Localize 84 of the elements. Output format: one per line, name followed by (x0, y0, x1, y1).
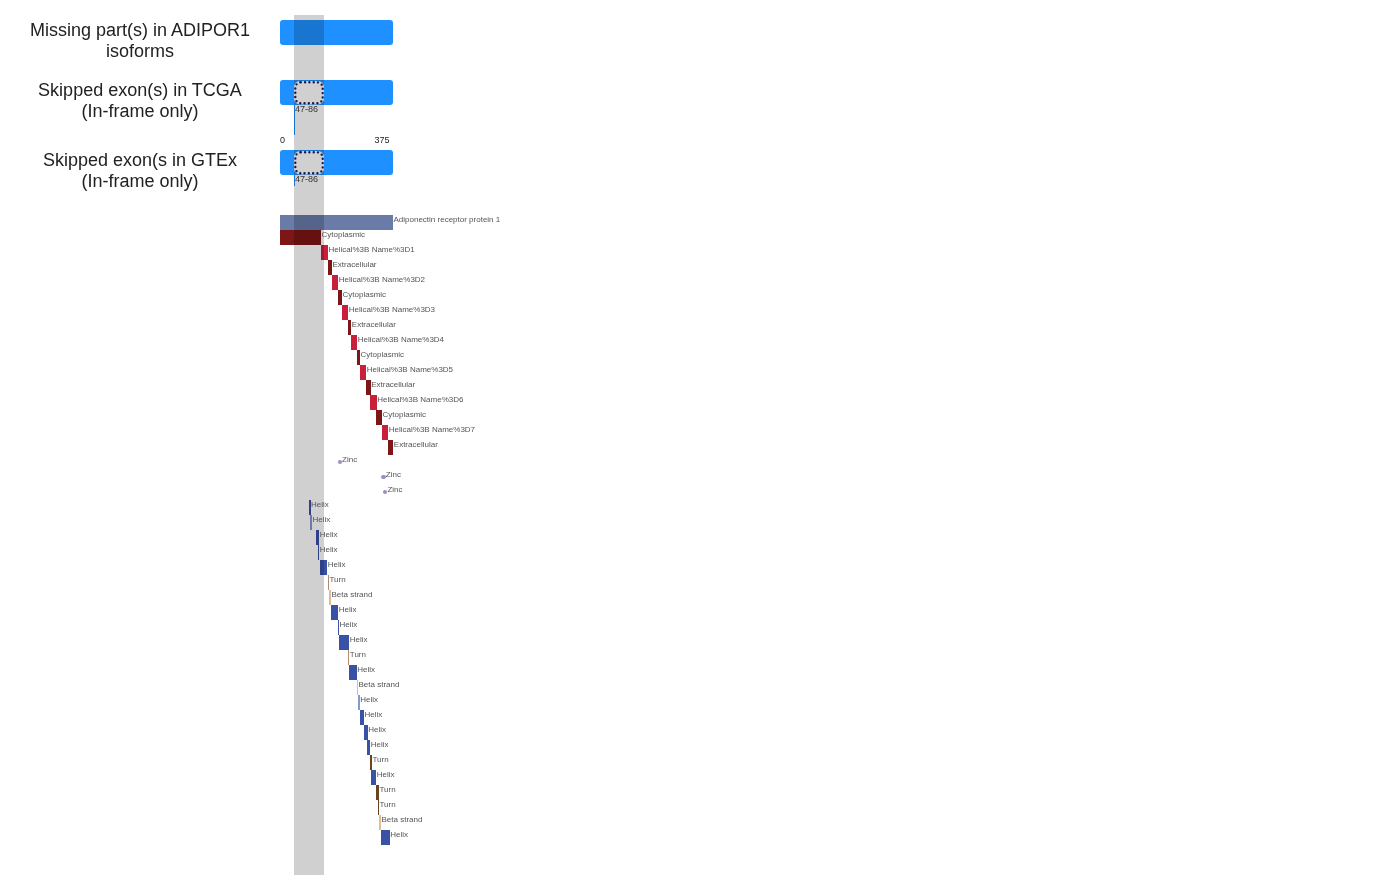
feature-label: Helix (339, 620, 358, 630)
feature-bar (376, 785, 379, 800)
feature-label: Helix (368, 725, 386, 735)
feature-label: Helix (349, 635, 368, 645)
feature-label: Turn (349, 650, 366, 660)
feature-label: Helix (376, 770, 395, 780)
feature-label: Cytoplasmic (342, 290, 387, 300)
feature-label: Turn (379, 800, 396, 810)
feature-bar (371, 770, 377, 785)
feature-bar (332, 275, 339, 290)
feature-label: Zinc (387, 485, 403, 495)
feature-label: Helix (357, 665, 375, 675)
feature-label: Extracellular (393, 440, 438, 450)
sequence-track-bar (280, 20, 393, 45)
feature-label: Helix (338, 605, 357, 615)
feature-label: Adiponectin receptor protein 1 (393, 215, 501, 225)
axis-tick-label: 0 (280, 135, 285, 145)
feature-bar (366, 380, 371, 395)
range-label: 47-86 (295, 174, 319, 185)
feature-bar (280, 230, 321, 245)
feature-label: Beta strand (381, 815, 423, 825)
row-title: Skipped exon(s) in TCGA (In-frame only) (37, 79, 243, 122)
feature-bar (370, 395, 377, 410)
sequence-track-bar (280, 150, 393, 175)
binding-site-dot (381, 474, 386, 480)
feature-label: Helical%3B Name%3D1 (328, 245, 415, 255)
feature-label: Cytoplasmic (321, 230, 366, 240)
feature-bar (316, 530, 320, 545)
feature-bar (380, 830, 390, 845)
binding-site-dot (382, 489, 388, 495)
feature-label: Helix (311, 500, 329, 510)
feature-label: Helical%3B Name%3D7 (388, 425, 476, 435)
feature-bar (327, 260, 332, 275)
feature-label: Turn (329, 575, 346, 585)
feature-label: Helical%3B Name%3D2 (338, 275, 426, 285)
feature-bar (367, 740, 371, 755)
feature-bar (359, 365, 367, 380)
feature-label: Helical%3B Name%3D4 (357, 335, 445, 345)
feature-bar (348, 320, 352, 335)
feature-bar (321, 245, 328, 260)
feature-bar (363, 725, 368, 740)
feature-bar (350, 335, 358, 350)
feature-bar (330, 605, 339, 620)
sequence-track-bar (280, 80, 393, 105)
dotted-region-outline (294, 80, 324, 105)
feature-label: Helical%3B Name%3D3 (348, 305, 436, 315)
feature-label: Helix (370, 740, 389, 750)
feature-label: Helical%3B Name%3D6 (377, 395, 464, 405)
feature-label: Zinc (342, 455, 358, 465)
feature-label: Helix (360, 695, 378, 705)
feature-bar (357, 350, 360, 365)
feature-label: Helix (364, 710, 383, 720)
feature-bar (376, 410, 382, 425)
feature-label: Helix (319, 545, 338, 555)
row-title: Skipped exon(s in GTEx (In-frame only) (41, 149, 239, 192)
feature-bar (388, 440, 394, 455)
feature-bar (341, 305, 349, 320)
feature-label: Beta strand (331, 590, 373, 600)
range-label: 47-86 (295, 104, 319, 115)
row-title: Missing part(s) in ADIPOR1 isoforms (28, 19, 252, 62)
feature-label: Helix (390, 830, 408, 840)
feature-bar (359, 710, 364, 725)
feature-bar (338, 290, 342, 305)
feature-label: Helix (319, 530, 338, 540)
feature-bar (280, 215, 393, 230)
feature-label: Extracellular (371, 380, 416, 390)
feature-bar (349, 665, 357, 680)
dotted-region-outline (294, 150, 324, 175)
feature-label: Extracellular (351, 320, 396, 330)
feature-label: Turn (372, 755, 389, 765)
feature-label: Cytoplasmic (360, 350, 405, 360)
feature-bar (339, 635, 350, 650)
feature-label: Turn (379, 785, 396, 795)
feature-label: Helical%3B Name%3D5 (366, 365, 454, 375)
feature-label: Cytoplasmic (382, 410, 427, 420)
feature-label: Extracellular (332, 260, 377, 270)
feature-bar (382, 425, 389, 440)
feature-label: Beta strand (358, 680, 400, 690)
feature-bar (320, 560, 328, 575)
feature-label: Helix (327, 560, 346, 570)
feature-label: Helix (312, 515, 331, 525)
axis-tick-label: 375 (374, 135, 390, 145)
binding-site-dot (337, 459, 342, 465)
feature-label: Zinc (385, 470, 401, 480)
